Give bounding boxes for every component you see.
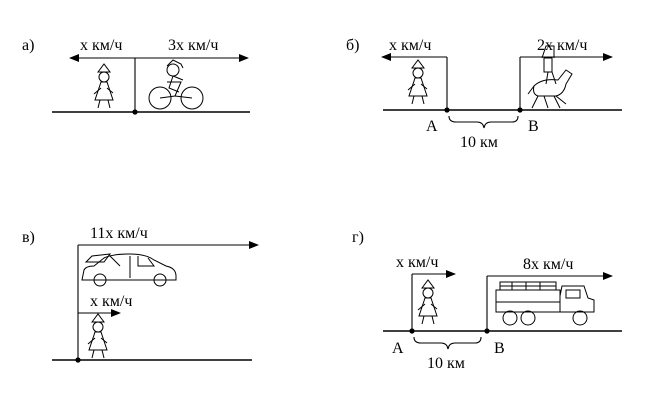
panel-b-point-b-label: В (528, 118, 539, 135)
panel-v: в) 11х км/ч х км/ч (22, 225, 259, 363)
panel-a-speed-left: х км/ч (80, 37, 122, 54)
car-icon (81, 253, 177, 287)
pedestrian-icon (417, 279, 438, 325)
panel-g-distance-brace (413, 336, 482, 350)
pedestrian-icon (407, 59, 428, 105)
truck-icon (495, 281, 595, 326)
panel-a-speed-right: 3х км/ч (168, 37, 218, 54)
panel-g-speed-right: 8х км/ч (523, 256, 573, 273)
panel-b-speed-right: 2х км/ч (537, 37, 587, 54)
panel-v-speed-top: 11х км/ч (90, 225, 148, 242)
panel-g-point-b-label: В (494, 340, 505, 357)
panel-a: а) х км/ч 3х км/ч (22, 37, 250, 115)
panel-g: г) х км/ч 8х км/ч А В 10 км (352, 229, 622, 372)
panel-b-point-a-label: А (426, 118, 438, 135)
panel-b-distance-brace (448, 115, 519, 129)
panel-g-letter: г) (352, 229, 364, 246)
panel-a-letter: а) (22, 37, 34, 54)
panel-v-letter: в) (22, 229, 35, 246)
panel-v-speed-bottom: х км/ч (90, 293, 132, 310)
pedestrian-icon (93, 63, 114, 109)
panel-g-point-a-label: А (392, 340, 404, 357)
panel-b: б) х км/ч 2х км/ч А В 10 км (346, 37, 622, 151)
cyclist-icon (148, 59, 204, 110)
pedestrian-icon (87, 313, 108, 359)
panel-b-distance: 10 км (460, 134, 498, 151)
panel-b-letter: б) (346, 37, 359, 54)
panel-g-distance: 10 км (427, 355, 465, 372)
horse-rider-icon (527, 45, 573, 109)
panel-b-speed-left: х км/ч (389, 37, 431, 54)
panel-g-speed-left: х км/ч (396, 254, 438, 271)
